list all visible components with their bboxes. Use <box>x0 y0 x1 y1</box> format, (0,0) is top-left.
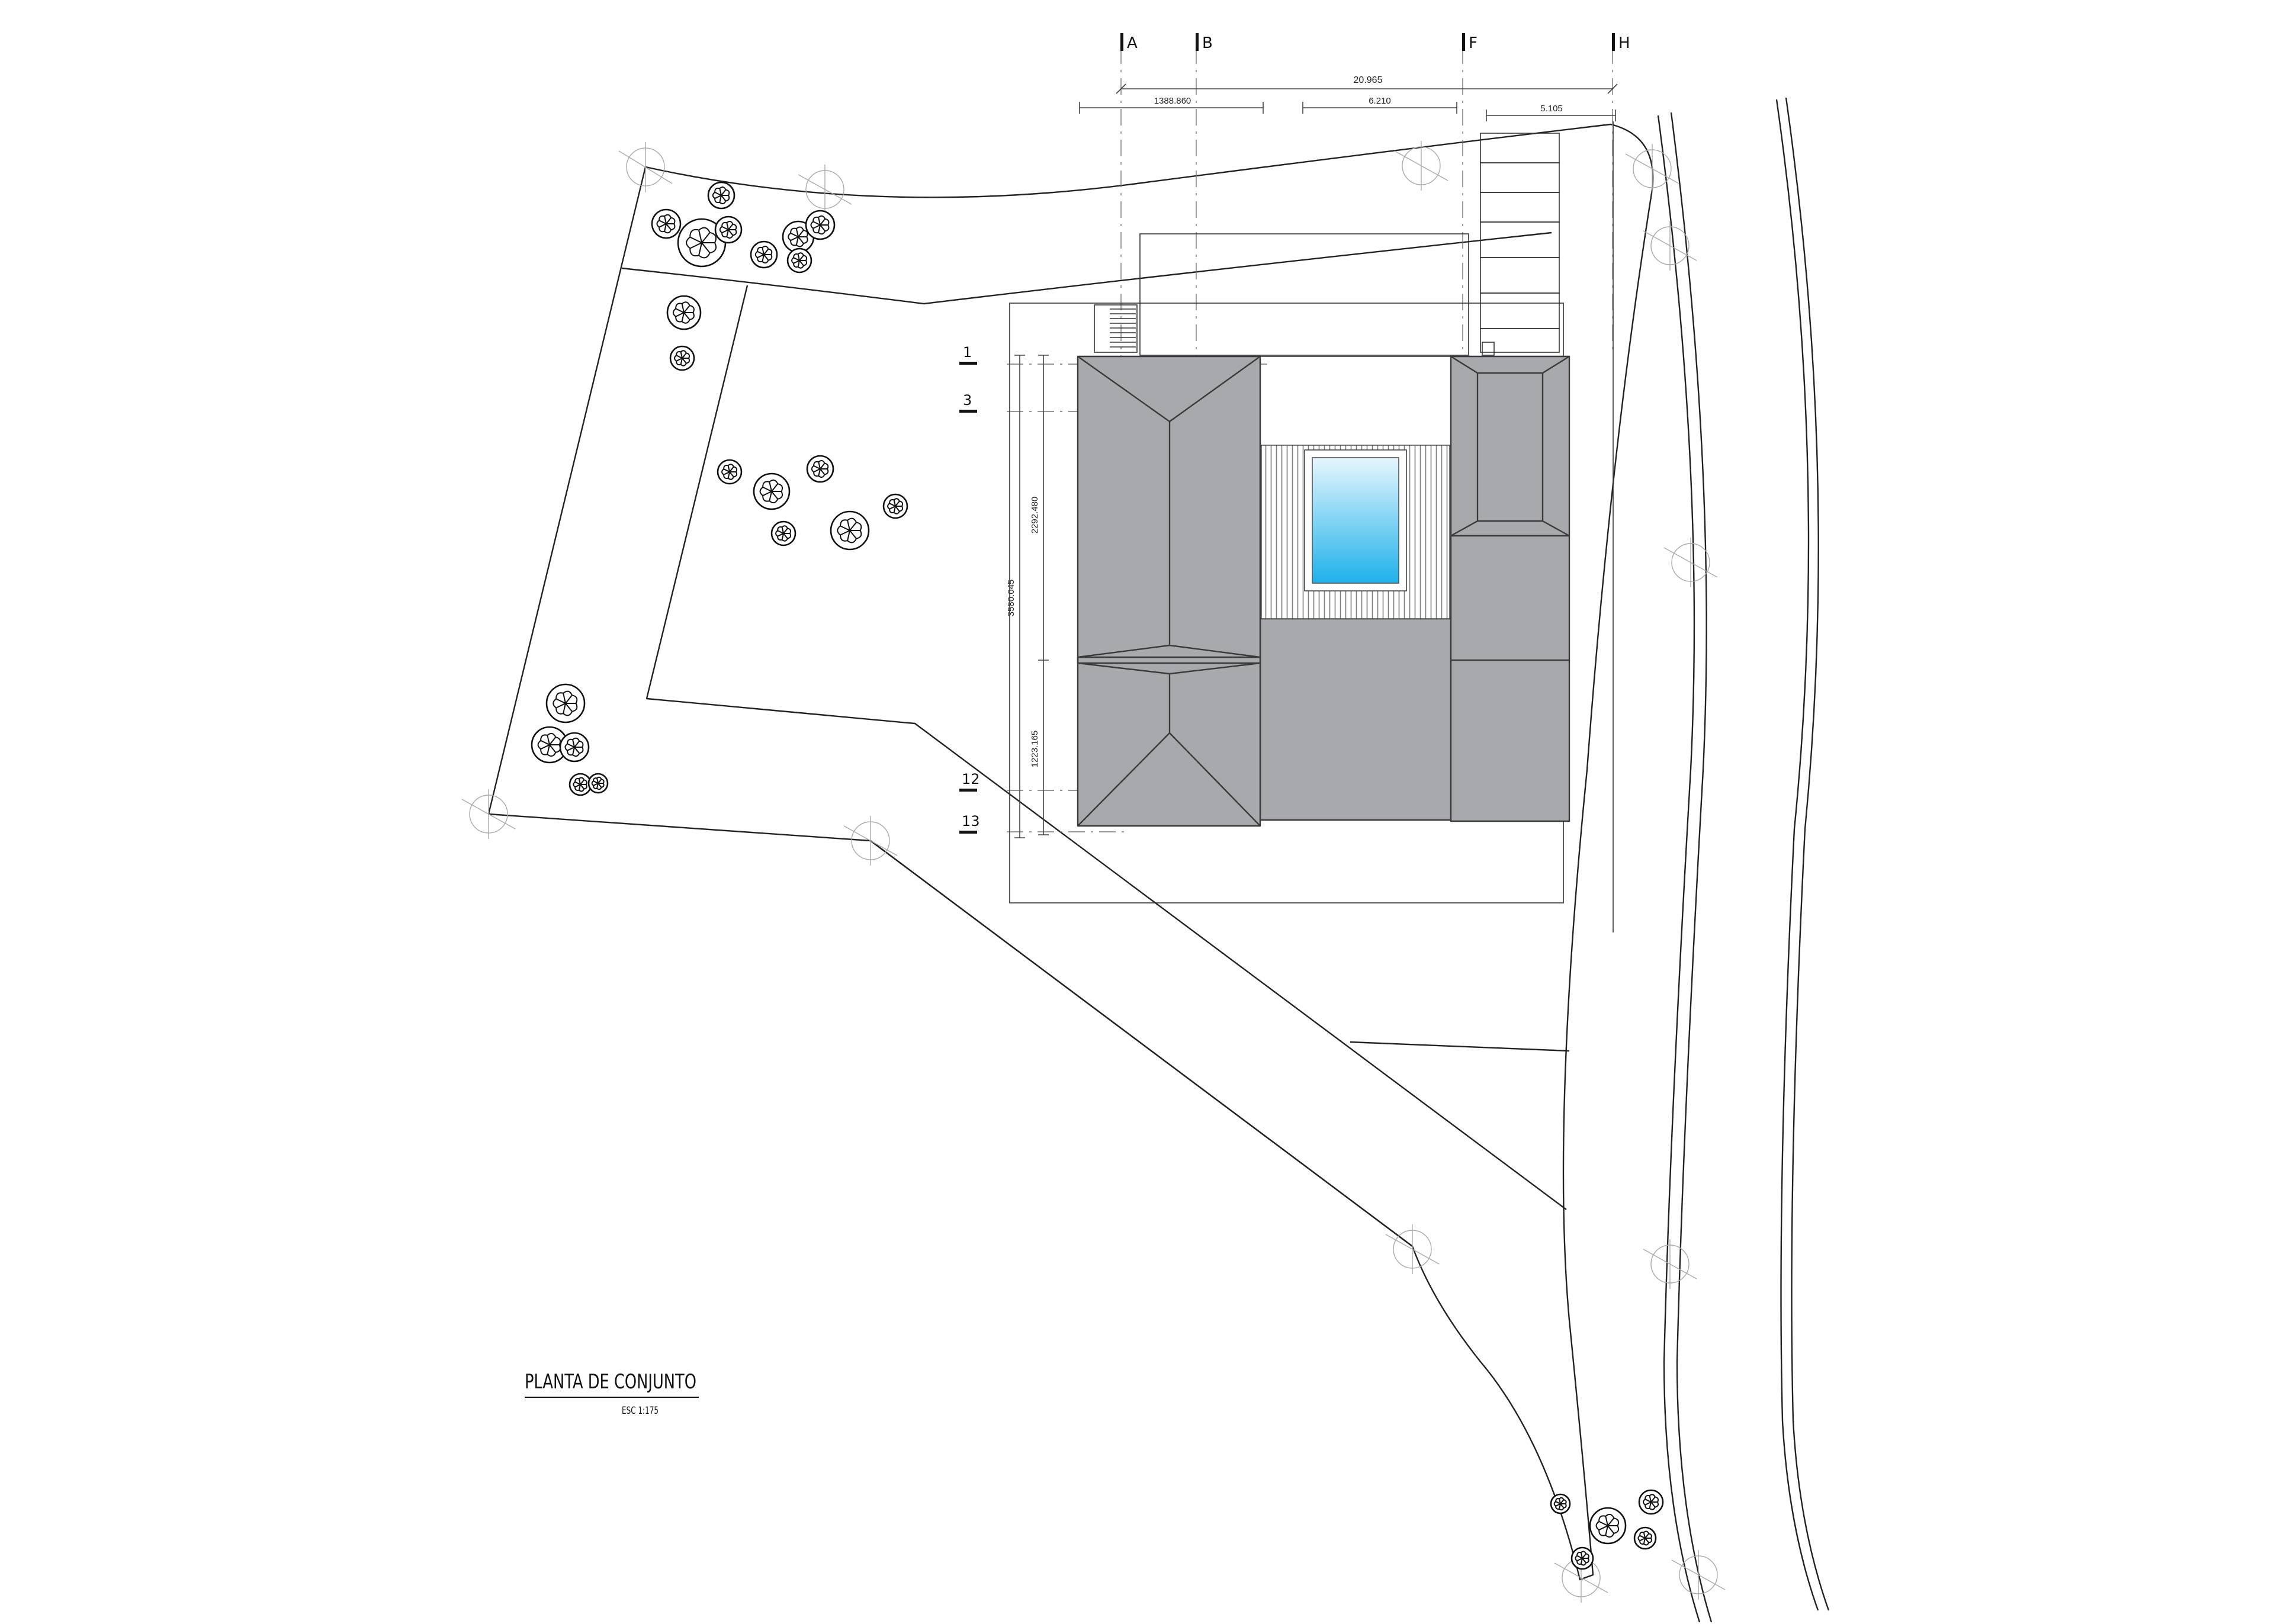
grid-column-marker: B <box>1196 33 1213 52</box>
road-edge-inner-2 <box>1670 112 1713 1623</box>
tree-symbol <box>669 345 695 371</box>
grid-column-label: B <box>1202 34 1213 52</box>
tree-symbol <box>882 493 908 519</box>
tree-symbol <box>717 459 743 485</box>
swimming-pool <box>1312 457 1399 584</box>
tree-symbol <box>587 773 609 794</box>
grid-row-label: 3 <box>963 392 972 409</box>
road-edge-outer <box>1775 99 1819 1611</box>
grid-column-label: A <box>1127 34 1138 52</box>
survey-marker <box>1643 221 1697 271</box>
survey-marker <box>1643 1239 1697 1289</box>
title-block: PLANTA DE CONJUNTO ESC 1:175 <box>525 1370 699 1417</box>
dimension-overall-depth: 3580.045 <box>1006 580 1016 617</box>
tree-symbol <box>786 247 812 274</box>
lot-north-edge <box>621 231 1552 305</box>
survey-marker <box>1625 144 1679 194</box>
lot-outer-boundary <box>487 123 1654 1581</box>
dimension-lines: 20.965 1388.860 6.210 5.105 3580.045 229… <box>1006 75 1618 838</box>
survey-marker <box>1385 1224 1440 1274</box>
grid-column-marker: H <box>1612 33 1630 52</box>
dimension-span-f-h: 5.105 <box>1540 104 1563 114</box>
grid-column-label: F <box>1469 34 1478 52</box>
entry-court <box>1260 356 1451 446</box>
tree-symbol <box>830 510 870 551</box>
driveway-west-edge <box>870 840 1413 1247</box>
tree-symbol <box>1550 1493 1571 1514</box>
tree-symbol <box>707 181 735 210</box>
grid-row-label: 12 <box>962 771 980 787</box>
tree-symbol <box>1638 1489 1664 1515</box>
road-edge-outer-2 <box>1785 97 1830 1611</box>
parking-bays <box>1480 133 1560 356</box>
dimension-span-a-b: 1388.860 <box>1154 96 1191 106</box>
driveway-divider <box>1350 1041 1570 1052</box>
survey-markers <box>461 141 1726 1603</box>
tree-symbol <box>1633 1526 1657 1550</box>
north-annex-outline <box>1139 233 1469 356</box>
survey-marker <box>1394 141 1448 191</box>
entrance-stair <box>1094 304 1138 353</box>
drawing-scale: ESC 1:175 <box>622 1405 659 1417</box>
survey-marker <box>618 142 673 192</box>
dimension-depth-lower: 1223.165 <box>1030 731 1040 768</box>
tree-symbol <box>1570 1546 1594 1570</box>
tree-symbol <box>1589 1507 1627 1545</box>
grid-row-label: 1 <box>963 344 972 361</box>
tree-symbol <box>753 472 791 510</box>
tree-symbol <box>651 208 682 239</box>
grid-column-label: H <box>1618 34 1630 52</box>
tree-symbol <box>568 773 592 796</box>
grid-row-marker: 12 <box>959 771 980 792</box>
trees <box>531 181 1664 1570</box>
tree-symbol <box>750 240 778 269</box>
dimension-depth-upper: 2292.480 <box>1030 497 1040 534</box>
tree-symbol <box>559 732 590 763</box>
garden-zone <box>645 285 1567 1210</box>
survey-marker <box>1671 1550 1726 1600</box>
grid-row-marker: 1 <box>959 344 977 365</box>
tree-symbol <box>806 455 834 483</box>
grid-column-marker: F <box>1462 33 1478 52</box>
survey-marker <box>461 789 516 839</box>
building <box>1009 133 1570 903</box>
tree-symbol <box>666 295 702 330</box>
dimension-span-b-f: 6.210 <box>1369 96 1391 106</box>
survey-marker <box>1663 538 1718 587</box>
grid-row-label: 13 <box>962 813 980 829</box>
tree-symbol <box>531 726 568 764</box>
tree-symbol <box>805 210 836 240</box>
grid-row-marker: 13 <box>959 813 980 834</box>
grid-column-marker: A <box>1120 33 1138 52</box>
drawing-title: PLANTA DE CONJUNTO <box>525 1370 696 1394</box>
grid-row-marker: 3 <box>959 392 977 413</box>
central-flat-roof <box>1259 618 1452 821</box>
tree-symbol <box>714 216 743 244</box>
survey-marker <box>843 816 898 866</box>
east-wing-roof <box>1450 355 1570 822</box>
road-edge-inner <box>1657 115 1701 1623</box>
tree-symbol <box>770 520 796 546</box>
site-boundary <box>487 97 1830 1623</box>
west-wing-roof <box>1077 355 1261 827</box>
tree-symbol <box>677 218 727 268</box>
survey-marker <box>798 165 852 214</box>
dimension-overall-width: 20.965 <box>1354 75 1383 85</box>
tree-symbol <box>545 683 586 723</box>
